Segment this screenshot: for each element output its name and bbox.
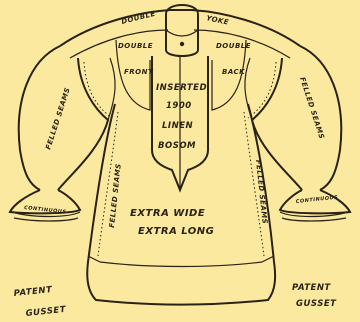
label-gusset-left: GUSSET (25, 305, 67, 319)
yoke-outline (60, 10, 300, 46)
left-sleeve (19, 46, 108, 190)
label-bosom-3: LINEN (162, 121, 193, 131)
label-bosom-4: BOSOM (158, 141, 196, 151)
label-gusset-right: GUSSET (296, 299, 337, 309)
label-double-front-b: DOUBLE (216, 42, 251, 50)
collar-button (180, 42, 184, 46)
label-body-1: EXTRA WIDE (130, 208, 205, 219)
label-cuff-right: CONTINUOUS (296, 195, 339, 205)
collar-band (166, 30, 198, 36)
right-armhole (245, 58, 252, 120)
label-body-2: EXTRA LONG (138, 226, 214, 237)
label-front: FRONT (124, 68, 154, 76)
label-patent-left: PATENT (13, 285, 53, 299)
gusset-right-mark (262, 256, 274, 262)
gusset-left-mark (88, 256, 100, 262)
label-felled-upper-left: FELLED SEAMS (44, 87, 72, 151)
shirt-tail-line (100, 262, 262, 267)
label-felled-lower-left: FELLED SEAMS (108, 163, 123, 228)
label-patent-right: PATENT (292, 283, 331, 293)
label-bosom-2: 1900 (166, 101, 192, 111)
label-double-front-a: DOUBLE (118, 42, 153, 50)
label-bosom-1: INSERTED (156, 83, 207, 93)
label-double-left: DOUBLE (121, 10, 157, 26)
collar (166, 5, 198, 56)
right-sleeve (252, 46, 341, 190)
label-yoke: YOKE (206, 14, 230, 27)
label-felled-upper-right: FELLED SEAMS (298, 76, 326, 140)
label-back: BACK (222, 68, 245, 76)
